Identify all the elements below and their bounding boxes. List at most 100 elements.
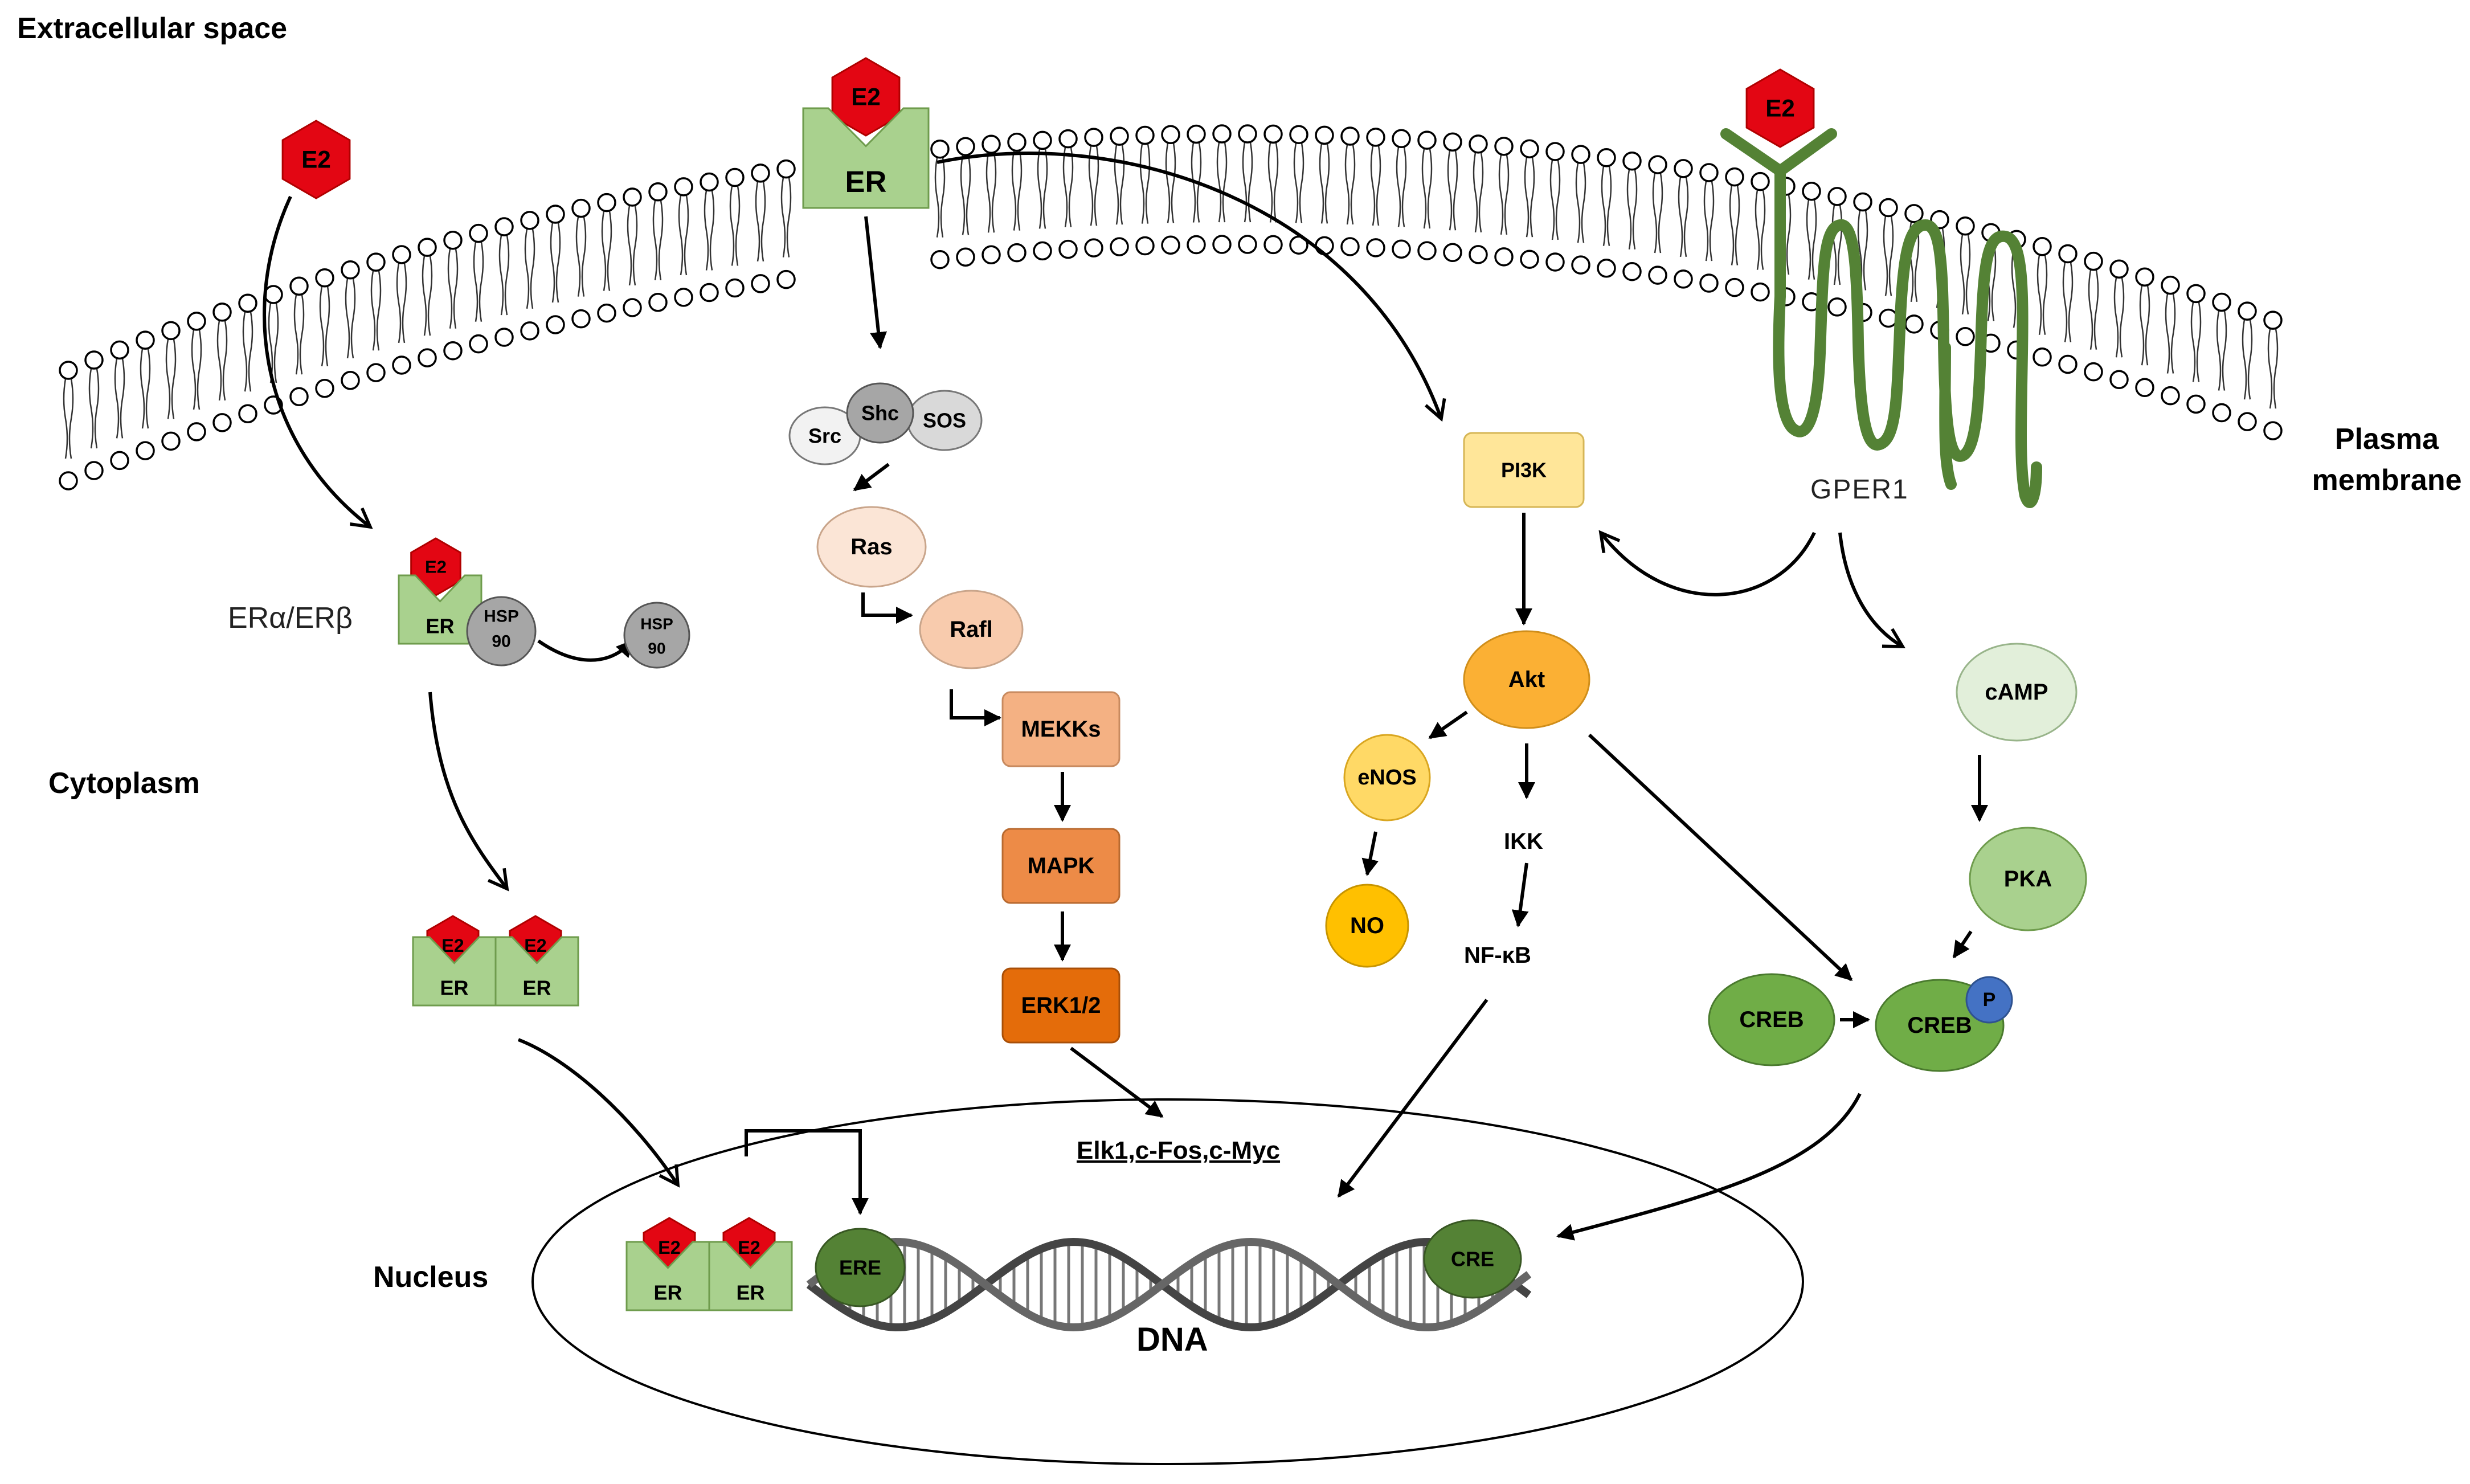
phospholipid-head [136,441,155,460]
membrane-er-receptor: ER [802,107,930,209]
enos-node-text: eNOS [1357,766,1416,790]
lipid-pair [725,167,745,298]
phospholipid-head [494,328,514,347]
phospholipid-head [1110,237,1129,256]
lipid-pair [1674,159,1693,289]
arrow-crebp-to-cre [1556,1093,1862,1241]
e2-ligand-gper1: E2 [1745,68,1815,148]
pka-node-text: PKA [2004,866,2052,892]
phospholipid-head [725,167,745,187]
arrow-akt-to-creb [1588,733,1853,982]
phospholipid-head [59,471,78,490]
creb-node-text: CREB [1739,1007,1804,1032]
arrow-gper1-to-camp [1838,532,1905,648]
lipid-pair [1725,167,1744,297]
phospholipid-head [648,182,668,202]
lipid-pair [1956,216,1975,346]
er-dimer-right: ER [494,936,579,1007]
phospholipid-head [238,404,257,424]
nucleus-label: Nucleus [373,1261,489,1294]
lipid-pair [1263,124,1283,255]
akt-node: Akt [1463,630,1590,729]
phospholipid-head [1263,235,1283,255]
phospholipid-head [1520,250,1539,269]
phospholipid-head [187,312,206,331]
phospholipid-head [1110,126,1129,146]
phospholipid-head [1238,235,1257,254]
dna-helix [806,1237,1532,1332]
phospholipid-head [1289,125,1308,144]
lipid-pair [1084,128,1103,257]
phospholipid-head [212,302,232,322]
lipid-pair [1802,181,1821,312]
shc-node-text: Shc [861,402,899,425]
phospholipid-head [2212,292,2231,312]
arrow-akt-to-enos [1428,710,1468,739]
er-dimer-left: ER [412,936,497,1007]
phospholipid-head [751,163,770,183]
lipid-pair [238,293,257,424]
lipid-pair [1417,130,1437,260]
lipid-pair [494,217,514,347]
er-label: ER [653,1281,682,1304]
phospholipid-head [776,159,796,179]
mapk-node: MAPK [1001,828,1121,904]
lipid-pair [2058,244,2078,374]
phospholipid-head [1956,216,1975,236]
phospholipid-head [2084,362,2103,382]
phospholipid-head [1725,167,1744,187]
phospholipid-head [546,205,565,224]
phospholipid-head [1545,142,1565,161]
phospholipid-head [2033,236,2052,256]
phospholipid-head [2109,259,2129,279]
phospholipid-head [84,350,104,370]
phospholipid-head [2135,267,2154,287]
lipid-pair [84,350,104,480]
phospholipid-head [341,260,360,280]
mapk-node-text: MAPK [1028,853,1095,878]
phospholipid-head [1033,130,1052,150]
lipid-pair [289,276,309,406]
phospholipid-head [1238,124,1257,144]
e2-label: E2 [524,935,546,956]
phospholipid-head [1699,163,1719,182]
phospholipid-head [1161,235,1180,255]
phospholipid-head [1904,314,1924,334]
gper1-receptor [1720,128,2042,508]
phospholipid-head [1084,238,1103,257]
arrow-gper1-to-pi3k [1598,530,1816,596]
raf-node-text: Rafl [950,617,993,642]
phospholipid-head [418,348,437,367]
lipid-pair [1187,124,1206,255]
arrow-erk-to-targets [1070,1046,1164,1118]
mekks-node-text: MEKKs [1021,717,1101,742]
phospholipid-head [1622,261,1642,281]
lipid-pair [1494,137,1514,267]
lipid-pair [982,134,1001,265]
lipid-pair [2161,275,2180,406]
phospholipid-head [418,238,437,257]
shc-node: Shc [846,382,914,444]
phospholipid-head [520,211,539,230]
lipid-pair [1212,124,1232,254]
arrow-hsp90-release [537,639,634,662]
lipid-pair [1545,142,1565,272]
lipid-pair [930,139,950,269]
cytoplasm-label: Cytoplasm [48,767,200,800]
lipid-pair [751,163,770,293]
phospholipid-head [1007,132,1027,152]
camp-node: cAMP [1956,643,2078,742]
lipid-pair [392,245,411,375]
phosphate-node: P [1965,976,2013,1024]
phospholipid-head [2161,275,2180,295]
phospholipid-head [1751,171,1770,191]
er-label: ER [522,976,551,999]
phospholipid-head [2084,251,2103,271]
phospholipid-head [443,230,463,250]
raf-node: Rafl [919,590,1024,669]
nucleus-envelope [531,1098,1804,1465]
phospholipid-head [2033,347,2052,367]
phospholipid-head [982,134,1001,154]
